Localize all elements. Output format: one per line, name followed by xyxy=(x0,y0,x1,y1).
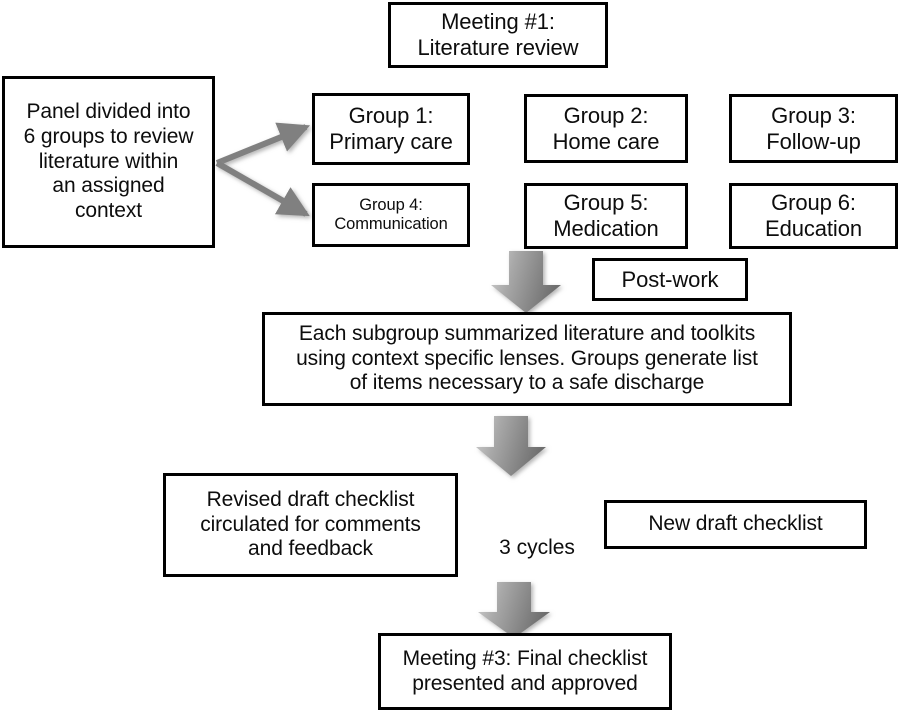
box-group-5: Group 5: Medication xyxy=(524,183,688,249)
block-arrow-down-2 xyxy=(476,416,546,476)
box-meeting-1: Meeting #1: Literature review xyxy=(388,2,608,68)
box-panel-divided: Panel divided into 6 groups to review li… xyxy=(2,76,215,248)
arrow-panel-to-group4 xyxy=(215,160,310,217)
box-subgroup-summary: Each subgroup summarized literature and … xyxy=(262,312,792,406)
block-arrow-down-1 xyxy=(491,251,561,313)
arrow-panel-to-group1 xyxy=(215,122,311,166)
box-post-work: Post-work xyxy=(592,258,748,301)
box-meeting-3: Meeting #3: Final checklist presented an… xyxy=(378,633,672,710)
box-new-draft: New draft checklist xyxy=(604,500,867,549)
block-arrow-down-3 xyxy=(478,582,550,638)
label-3-cycles: 3 cycles xyxy=(499,536,575,559)
box-group-4: Group 4: Communication xyxy=(312,183,470,247)
box-group-6: Group 6: Education xyxy=(729,183,898,249)
box-group-1: Group 1: Primary care xyxy=(312,93,470,165)
box-group-3: Group 3: Follow-up xyxy=(729,94,898,163)
box-group-2: Group 2: Home care xyxy=(524,94,688,163)
box-revised-draft: Revised draft checklist circulated for c… xyxy=(163,473,458,577)
